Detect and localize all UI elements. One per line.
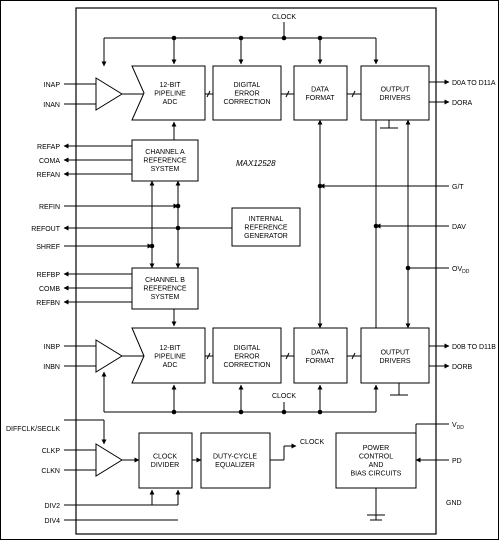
chip-body	[75, 7, 437, 535]
pin-inan: INAN	[43, 102, 60, 109]
pin-pd: PD	[452, 458, 462, 465]
power-control-block	[335, 432, 417, 489]
pin-ovdd: OVDD	[452, 266, 470, 275]
pin-div2: DIV2	[44, 503, 60, 510]
chip-name: MAX12528	[236, 159, 276, 168]
pin-refbp: REFBP	[37, 272, 61, 279]
pin-shref: SHREF	[36, 244, 60, 251]
pin-dora: DORA	[452, 100, 473, 107]
pin-dav: DAV	[452, 224, 466, 231]
pin-refin: REFIN	[39, 204, 60, 211]
pin-refout: REFOUT	[31, 226, 61, 233]
pin-coma: COMA	[39, 158, 60, 165]
pin-inap: INAP	[44, 82, 61, 89]
left-pin-lines	[63, 83, 232, 521]
pin-dorb: DORB	[452, 364, 473, 371]
amp-b-triangle	[95, 339, 123, 373]
output-drivers-b	[360, 327, 430, 384]
clock-amp-triangle	[95, 443, 123, 477]
labels: CLOCK CLOCK CLOCK MAX12528 INAP INAN REF…	[6, 14, 496, 525]
pin-gnd: GND	[446, 500, 462, 507]
pin-comb: COMB	[39, 286, 60, 293]
clock-label-div: CLOCK	[300, 439, 324, 446]
pin-refbn: REFBN	[36, 300, 60, 307]
clock-label-mid: CLOCK	[272, 393, 296, 400]
right-pin-lines	[415, 79, 450, 463]
adc-b-block	[131, 327, 206, 384]
pin-vdd: VDD	[452, 422, 464, 431]
pin-diffclk: DIFFCLK/SECLK	[6, 426, 60, 433]
output-drivers-a	[360, 65, 430, 121]
pin-inbn: INBN	[43, 364, 60, 371]
digital-error-correction-a	[212, 65, 282, 121]
duty-cycle-equalizer-block	[200, 432, 271, 489]
internal-reference-generator-block	[231, 207, 301, 247]
clock-section	[95, 420, 417, 521]
pin-clkp: CLKP	[42, 448, 61, 455]
channel-a-datapath	[95, 22, 430, 136]
pin-refap: REFAP	[37, 144, 60, 151]
pin-d0b-d11b: D0B TO D11B	[452, 344, 496, 351]
adc-a-block	[131, 65, 206, 121]
amp-a-triangle	[95, 77, 123, 111]
pin-inbp: INBP	[44, 344, 61, 351]
clock-divider-block	[138, 432, 193, 489]
clock-label-top: CLOCK	[272, 14, 296, 21]
pin-d0a-d11a: D0A TO D11A	[452, 80, 496, 87]
pin-div4: DIV4	[44, 518, 60, 525]
pin-refan: REFAN	[37, 172, 60, 179]
control-buses	[317, 119, 449, 329]
pin-clkn: CLKN	[41, 468, 60, 475]
pin-gt: G/T	[452, 184, 464, 191]
